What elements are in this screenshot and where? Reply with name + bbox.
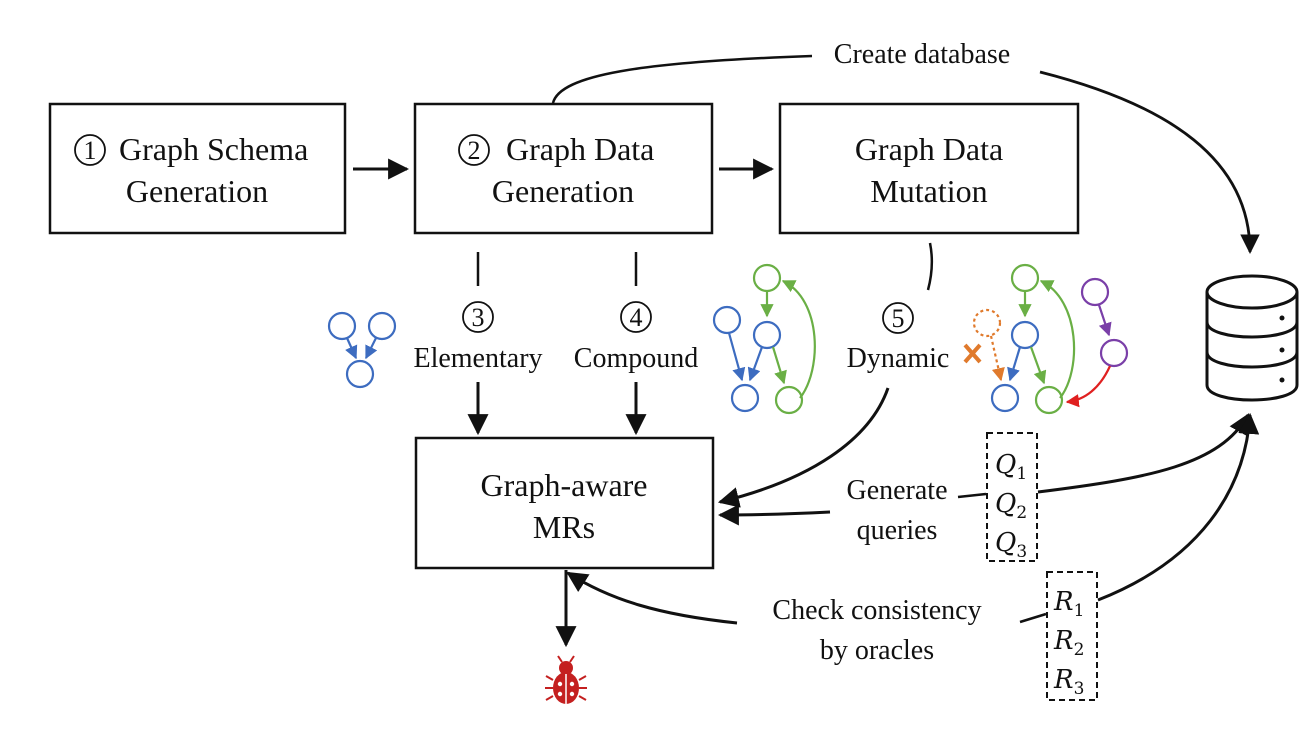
arrow-dynamic-to-mrs (717, 387, 890, 508)
result-set-box: R1 R2 R3 (1046, 571, 1098, 701)
create-database-label: Create database (834, 39, 1010, 70)
check-consistency-line2: by oracles (820, 635, 934, 666)
arrow-results-from-db (1097, 412, 1260, 602)
step-4-number: 4 (630, 303, 643, 332)
mrs-line2: MRs (533, 509, 595, 545)
step-5-number: 5 (892, 304, 905, 333)
graph-aware-mrs-box: Graph-aware MRs (414, 436, 715, 570)
step-4-badge (620, 301, 652, 333)
step-5-badge (882, 302, 914, 334)
step-1-badge (74, 134, 106, 166)
generate-queries-line2: queries (857, 515, 938, 546)
check-consistency-connector (1019, 612, 1047, 624)
step-3-badge (462, 301, 494, 333)
query-1: Q1 (995, 450, 1027, 484)
generate-queries-line1: Generate (846, 475, 947, 506)
elementary-label: Elementary (413, 343, 542, 374)
mrs-line1: Graph-aware (481, 467, 648, 503)
arrow-generate-queries-to-mrs (717, 504, 831, 526)
dynamic-connector (926, 242, 933, 291)
schema-line2: Generation (126, 173, 268, 209)
result-1: R1 (1053, 587, 1084, 621)
graph-schema-generation-box: 1 Graph Schema Generation (48, 102, 347, 235)
mutation-line2: Mutation (870, 173, 987, 209)
arrow-check-to-mrs (566, 571, 738, 625)
dynamic-label: Dynamic (847, 343, 950, 374)
result-3: R3 (1053, 665, 1084, 699)
query-set-box: Q1 Q2 Q3 (986, 432, 1038, 562)
data-line2: Generation (492, 173, 634, 209)
generate-queries-connector (957, 492, 987, 499)
create-db-curve-left (551, 54, 813, 104)
schema-line1: Graph Schema (119, 131, 308, 167)
graph-data-mutation-box: Graph Data Mutation (778, 102, 1080, 235)
mutation-line1: Graph Data (855, 131, 1003, 167)
dynamic-graph-icon (963, 263, 1129, 415)
query-2: Q2 (995, 489, 1027, 523)
compound-label: Compound (574, 343, 698, 374)
graph-data-generation-box: 2 Graph Data Generation (413, 102, 714, 235)
step-1-number: 1 (84, 136, 97, 165)
check-consistency-line1: Check consistency (772, 595, 981, 626)
elementary-graph-icon (327, 311, 397, 389)
step-2-badge (458, 134, 490, 166)
bug-icon (545, 655, 587, 704)
step-3-number: 3 (472, 303, 485, 332)
step-2-number: 2 (468, 136, 481, 165)
arrow-queries-to-db (1037, 413, 1250, 494)
create-db-arrow (1039, 70, 1260, 254)
database-icon (1205, 274, 1299, 402)
compound-graph-icon (712, 263, 816, 415)
data-line1: Graph Data (506, 131, 654, 167)
result-2: R2 (1053, 626, 1084, 660)
query-3: Q3 (995, 528, 1027, 562)
